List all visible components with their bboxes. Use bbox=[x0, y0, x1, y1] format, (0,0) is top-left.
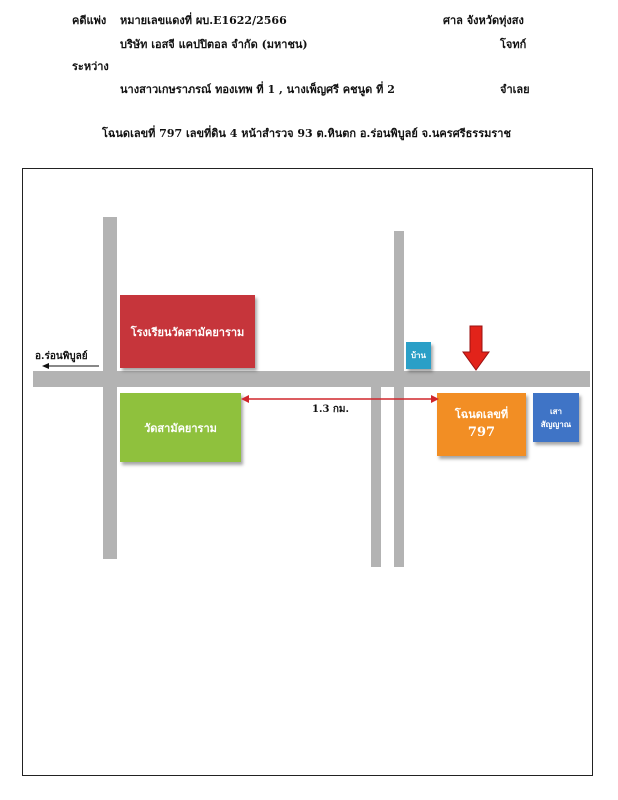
school-building: โรงเรียนวัดสามัคยาราม bbox=[120, 295, 255, 368]
road-vertical-left bbox=[103, 217, 117, 559]
house-label: บ้าน bbox=[410, 350, 427, 360]
left-arrow-icon bbox=[42, 363, 99, 369]
deed-plot: โฉนดเลขที่ 797 bbox=[437, 393, 526, 456]
signal-pole-label-2: สัญญาณ bbox=[540, 418, 572, 429]
plaintiff-name: บริษัท เอสจี แคปปิตอล จำกัด (มหาชน) bbox=[120, 38, 308, 51]
defendant-role: จำเลย bbox=[500, 83, 530, 96]
deed-info-line: โฉนดเลขที่ 797 เลขที่ดิน 4 หน้าสำรวจ 93 … bbox=[102, 127, 511, 140]
house-marker: บ้าน bbox=[406, 342, 431, 369]
distance-label: 1.3 กม. bbox=[312, 404, 350, 415]
location-arrow-icon bbox=[462, 325, 490, 371]
temple-label: วัดสามัคยาราม bbox=[144, 421, 217, 435]
case-number: หมายเลขแดงที่ ผบ.E1622/2566 bbox=[120, 14, 287, 27]
case-type: คดีแพ่ง bbox=[72, 14, 107, 27]
distance-line-icon bbox=[241, 395, 439, 403]
deed-plot-label: โฉนดเลขที่ bbox=[454, 407, 509, 421]
deed-plot-number: 797 bbox=[467, 425, 496, 440]
road-vertical-lower bbox=[371, 385, 381, 567]
direction-label: อ.ร่อนพิบูลย์ bbox=[35, 351, 88, 362]
court-name: ศาล จังหวัดทุ่งสง bbox=[443, 14, 524, 27]
temple-building: วัดสามัคยาราม bbox=[120, 393, 241, 462]
defendant-names: นางสาวเกษราภรณ์ ทองเทพ ที่ 1 , นางเพ็ญศร… bbox=[120, 83, 395, 96]
signal-pole-label-1: เสา bbox=[549, 405, 563, 416]
road-main-horizontal bbox=[33, 371, 590, 387]
signal-pole-marker: เสา สัญญาณ bbox=[533, 393, 579, 442]
between-label: ระหว่าง bbox=[72, 60, 109, 73]
school-label: โรงเรียนวัดสามัคยาราม bbox=[130, 325, 245, 339]
location-map: โรงเรียนวัดสามัคยาราม วัดสามัคยาราม บ้าน… bbox=[22, 168, 593, 776]
plaintiff-role: โจทก์ bbox=[500, 38, 527, 51]
